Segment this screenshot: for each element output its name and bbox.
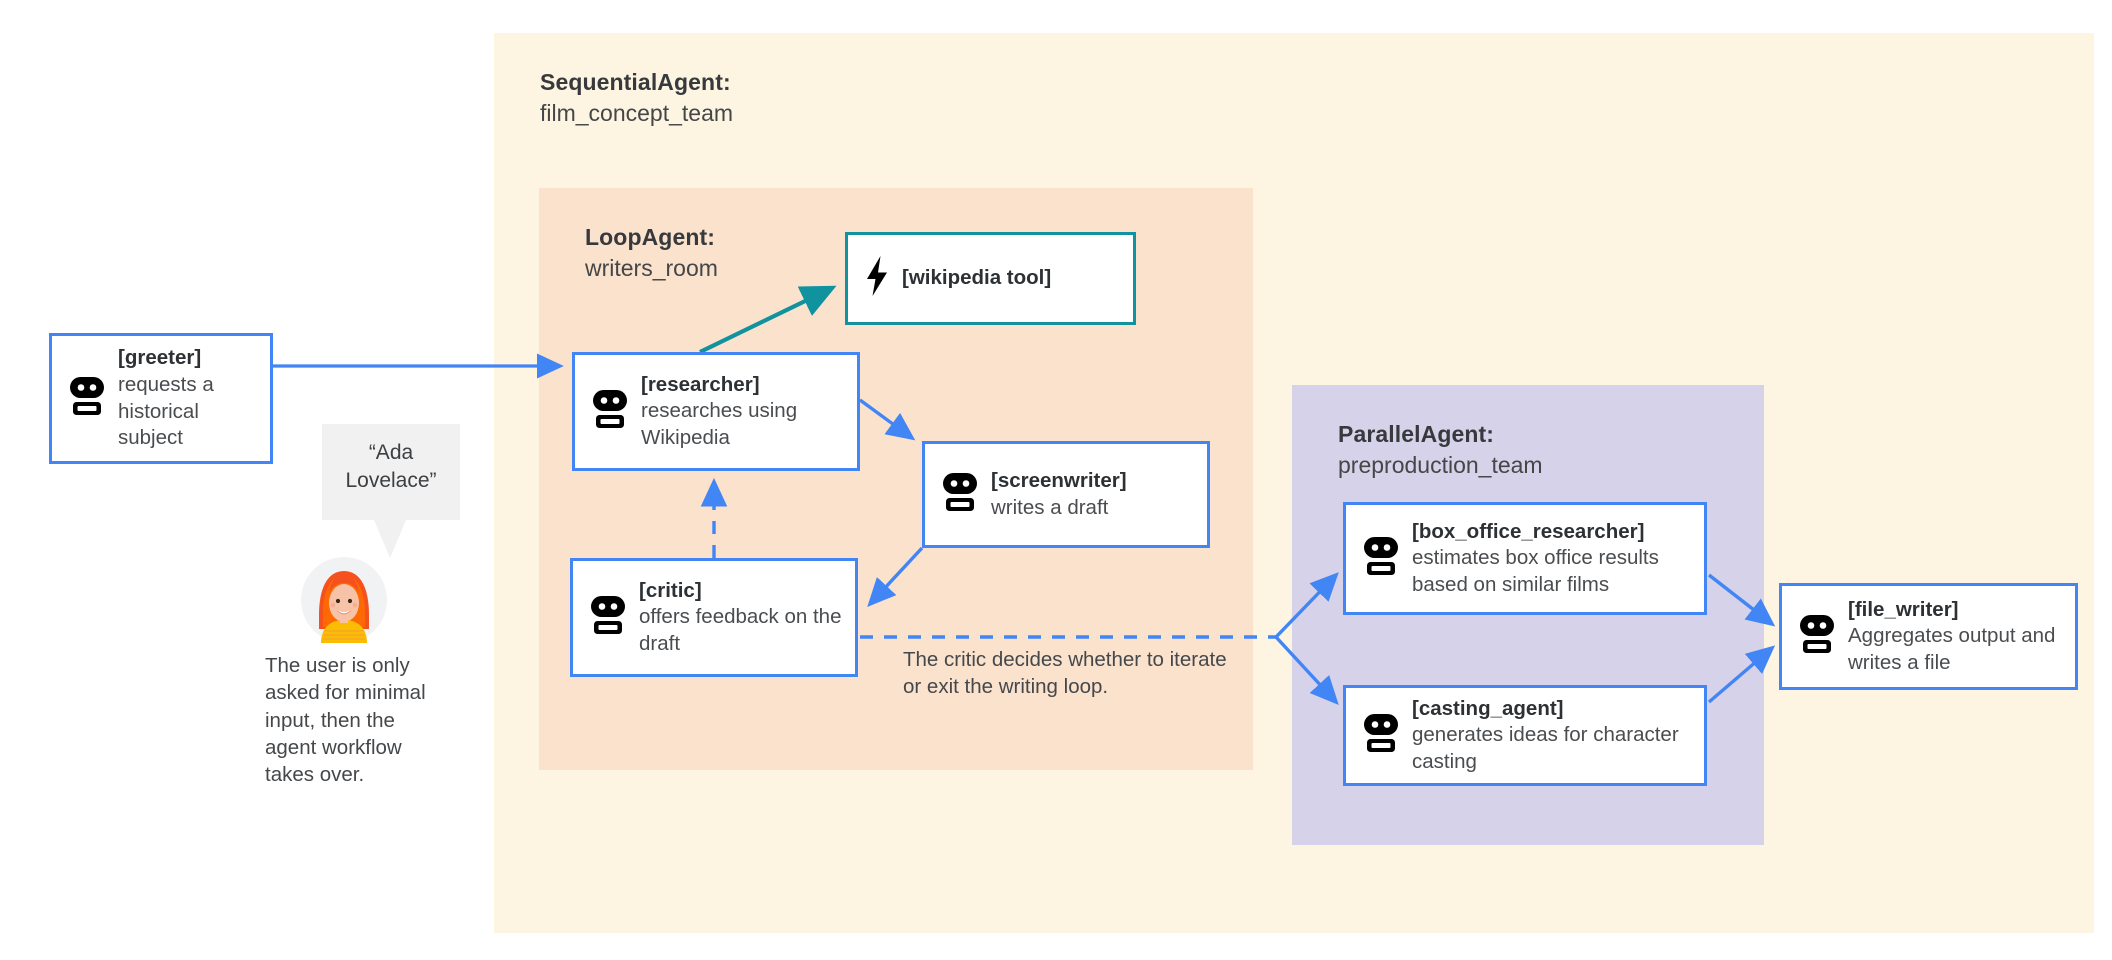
agent-name-greeter: [greeter] bbox=[118, 346, 202, 370]
speech-bubble: “Ada Lovelace” bbox=[322, 424, 460, 558]
agent-name-box-office-researcher: [box_office_researcher] bbox=[1412, 519, 1645, 543]
agent-name-critic: [critic] bbox=[639, 578, 702, 602]
agent-desc-researcher: researches using Wikipedia bbox=[641, 399, 798, 449]
agent-card-critic[interactable]: [critic] offers feedback on the draft bbox=[570, 558, 858, 677]
agent-name-screenwriter: [screenwriter] bbox=[991, 468, 1127, 492]
agent-desc-box-office-researcher: estimates box office results based on si… bbox=[1412, 546, 1659, 596]
agent-card-screenwriter[interactable]: [screenwriter] writes a draft bbox=[922, 441, 1210, 548]
group-loop-name: writers_room bbox=[585, 255, 718, 282]
group-sequential-name: film_concept_team bbox=[540, 100, 734, 127]
agent-text-casting-agent: [casting_agent] generates ideas for char… bbox=[1412, 696, 1704, 776]
loop-note: The critic decides whether to iterate or… bbox=[903, 648, 1227, 699]
agent-name-casting-agent: [casting_agent] bbox=[1412, 696, 1564, 720]
speech-bubble-text: “Ada Lovelace” bbox=[345, 441, 437, 493]
group-loop-title: LoopAgent: writers_room bbox=[585, 222, 718, 284]
group-parallel-title: ParallelAgent: preproduction_team bbox=[1338, 419, 1543, 481]
robot-icon bbox=[591, 388, 629, 435]
avatar bbox=[301, 557, 387, 643]
agent-text-researcher: [researcher] researches using Wikipedia bbox=[641, 372, 857, 452]
agent-desc-file-writer: Aggregates output and writes a file bbox=[1848, 624, 2056, 674]
group-parallel-name: preproduction_team bbox=[1338, 452, 1543, 479]
agent-card-greeter[interactable]: [greeter] requests a historical subject bbox=[49, 333, 273, 464]
agent-desc-critic: offers feedback on the draft bbox=[639, 605, 842, 655]
agent-name-file-writer: [file_writer] bbox=[1848, 597, 1959, 621]
agent-text-greeter: [greeter] requests a historical subject bbox=[118, 345, 270, 452]
robot-icon bbox=[1362, 535, 1400, 582]
group-sequential-title: SequentialAgent: film_concept_team bbox=[540, 67, 733, 129]
agent-text-box-office-researcher: [box_office_researcher] estimates box of… bbox=[1412, 519, 1704, 599]
agent-name-researcher: [researcher] bbox=[641, 372, 760, 396]
speech-bubble-tail bbox=[374, 520, 406, 558]
tool-text-wikipedia: [wikipedia tool] bbox=[902, 265, 1061, 292]
group-sequential-type: SequentialAgent: bbox=[540, 69, 731, 95]
robot-icon bbox=[1798, 613, 1836, 660]
agent-card-box-office-researcher[interactable]: [box_office_researcher] estimates box of… bbox=[1343, 502, 1707, 615]
agent-card-file-writer[interactable]: [file_writer] Aggregates output and writ… bbox=[1779, 583, 2078, 690]
agent-card-researcher[interactable]: [researcher] researches using Wikipedia bbox=[572, 352, 860, 471]
user-caption: The user is only asked for minimal input… bbox=[265, 654, 426, 786]
tool-card-wikipedia[interactable]: [wikipedia tool] bbox=[845, 232, 1136, 325]
robot-icon bbox=[589, 594, 627, 641]
robot-icon bbox=[1362, 712, 1400, 759]
agent-text-screenwriter: [screenwriter] writes a draft bbox=[991, 468, 1137, 521]
group-parallel-type: ParallelAgent: bbox=[1338, 421, 1495, 447]
lightning-bolt-icon bbox=[864, 254, 890, 303]
agent-text-file-writer: [file_writer] Aggregates output and writ… bbox=[1848, 597, 2075, 677]
agent-desc-screenwriter: writes a draft bbox=[991, 495, 1109, 519]
agent-card-casting-agent[interactable]: [casting_agent] generates ideas for char… bbox=[1343, 685, 1707, 786]
group-loop-type: LoopAgent: bbox=[585, 224, 716, 250]
agent-desc-greeter: requests a historical subject bbox=[118, 372, 214, 450]
agent-text-critic: [critic] offers feedback on the draft bbox=[639, 578, 855, 658]
agent-desc-casting-agent: generates ideas for character casting bbox=[1412, 723, 1679, 773]
robot-icon bbox=[68, 375, 106, 422]
robot-icon bbox=[941, 471, 979, 518]
tool-name-wikipedia: [wikipedia tool] bbox=[902, 266, 1052, 290]
